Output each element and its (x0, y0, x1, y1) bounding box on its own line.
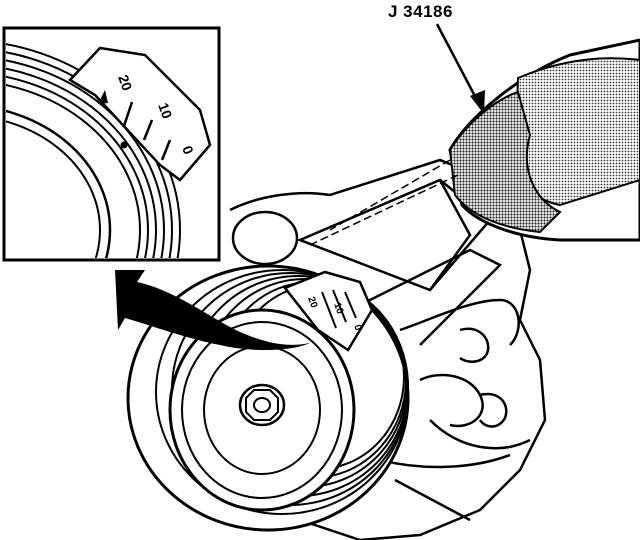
timing-mark-inset-10: 10 (155, 101, 175, 121)
pulley-bolt (238, 383, 286, 427)
pointer-arrow-icon (435, 23, 485, 114)
detail-inset: 20 10 0 (2, 26, 221, 262)
timing-mark-main-0: 0 (351, 323, 363, 332)
timing-light-tool (309, 38, 640, 246)
timing-mark-main-20: 20 (305, 295, 319, 310)
curved-arrow-icon (115, 270, 310, 351)
timing-tab-main: 20 10 0 (282, 270, 374, 352)
timing-tab-inset: 20 10 0 (68, 46, 212, 182)
timing-mark-inset-20: 20 (115, 73, 135, 93)
tool-label: J 34186 (388, 2, 453, 21)
timing-mark-main-10: 10 (331, 301, 345, 316)
